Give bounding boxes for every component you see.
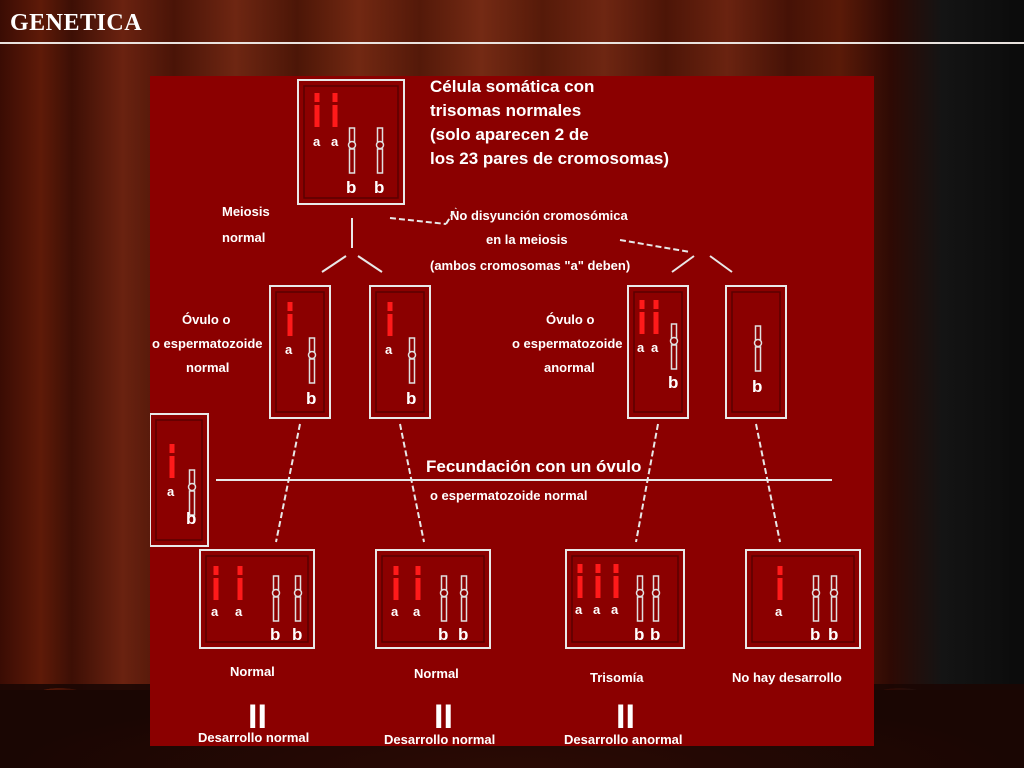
allele-label-b: b [810,625,820,644]
outcome-label: Normal [230,664,275,679]
chromosome-a [169,444,175,478]
allele-label-b: b [668,373,678,392]
equals-mark: II [434,698,453,736]
allele-label-b: b [292,625,302,644]
nondisjunction-label: (ambos cromosomas "a" deben) [430,258,630,273]
chromosome-a [387,302,393,336]
development-label: Desarrollo anormal [564,732,683,746]
zygote-cell: a b b [745,549,861,649]
fertilization-label: Fecundación con un óvulo [426,457,641,476]
allele-label-a: a [391,604,399,619]
chromosome-b [651,575,661,622]
chromosome-a [237,566,243,600]
zygote-cell: a a b b [375,549,491,649]
intro-line: Célula somática con [430,77,594,96]
allele-label-a: a [575,602,583,617]
chromosome-a [332,93,338,127]
allele-label-b: b [346,178,356,197]
outcome-label: Normal [414,666,459,681]
chromosome-b [375,127,385,174]
allele-label-a: a [313,134,321,149]
allele-label-b: b [752,377,762,396]
allele-label-a: a [285,342,293,357]
chromosome-a [595,564,601,598]
gamete-cell: a b [369,285,431,419]
equals-mark: II [616,698,635,736]
allele-label-a: a [775,604,783,619]
chromosome-a [777,566,783,600]
meiosis-label: normal [222,230,265,245]
title-divider [0,42,1024,44]
chromosome-a [287,302,293,336]
chromosome-b [829,575,839,622]
gamete-cell: b [725,285,787,419]
allele-label-b: b [828,625,838,644]
allele-label-a: a [651,340,659,355]
allele-label-b: b [458,625,468,644]
chromosome-a [393,566,399,600]
chromosome-a [639,300,645,334]
allele-label-a: a [593,602,601,617]
intro-line: (solo aparecen 2 de [430,125,589,144]
allele-label-a: a [331,134,339,149]
gamete-label: normal [186,360,229,375]
development-label: Desarrollo normal [384,732,495,746]
gamete-label: Óvulo o [182,312,230,327]
chromosome-a [577,564,583,598]
allele-label-b: b [406,389,416,408]
allele-label-a: a [211,604,219,619]
chromosome-a [653,300,659,334]
chromosome-b [811,575,821,622]
equals-mark: II [248,698,267,736]
intro-line: trisomas normales [430,101,581,120]
allele-label-a: a [167,484,175,499]
allele-label-b: b [634,625,644,644]
zygote-cell: a a a b b [565,549,685,649]
slide-title: GENETICA [10,10,143,36]
allele-label-a: a [611,602,619,617]
chromosome-b [635,575,645,622]
genetics-diagram: a a b b Célula somática con trisomas nor… [150,76,874,746]
chromosome-b [271,575,281,622]
chromosome-a [213,566,219,600]
allele-label-a: a [385,342,393,357]
chromosome-b [347,127,357,174]
allele-label-b: b [306,389,316,408]
chromosome-a [415,566,421,600]
parent-cell: a a b b [297,79,405,205]
chromosome-a [314,93,320,127]
allele-label-b: b [270,625,280,644]
outcome-label: No hay desarrollo [732,670,842,685]
gamete-label: o espermatozoide [512,336,623,351]
chromosome-b [407,337,417,384]
gamete-label: anormal [544,360,595,375]
nondisjunction-label: en la meiosis [486,232,568,247]
allele-label-b: b [374,178,384,197]
outcome-label: Trisomía [590,670,644,685]
chromosome-b [753,325,763,372]
allele-label-a: a [413,604,421,619]
chromosome-b [307,337,317,384]
chromosome-b [669,323,679,370]
partner-gamete-cell: a b [150,413,209,547]
chromosome-b [459,575,469,622]
chromosome-b [439,575,449,622]
allele-label-b: b [438,625,448,644]
fertilization-label: o espermatozoide normal [430,488,587,503]
gamete-cell: a b [269,285,331,419]
gamete-label: Óvulo o [546,312,594,327]
chromosome-a [613,564,619,598]
gamete-label: o espermatozoide [152,336,263,351]
meiosis-label: Meiosis [222,204,270,219]
allele-label-a: a [235,604,243,619]
allele-label-b: b [650,625,660,644]
development-label: Desarrollo normal [198,730,309,745]
nondisjunction-label: No disyunción cromosómica [450,208,628,223]
allele-label-b: b [186,509,196,528]
chromosome-b [293,575,303,622]
allele-label-a: a [637,340,645,355]
intro-line: los 23 pares de cromosomas) [430,149,669,168]
zygote-cell: a a b b [199,549,315,649]
gamete-cell: a a b [627,285,689,419]
